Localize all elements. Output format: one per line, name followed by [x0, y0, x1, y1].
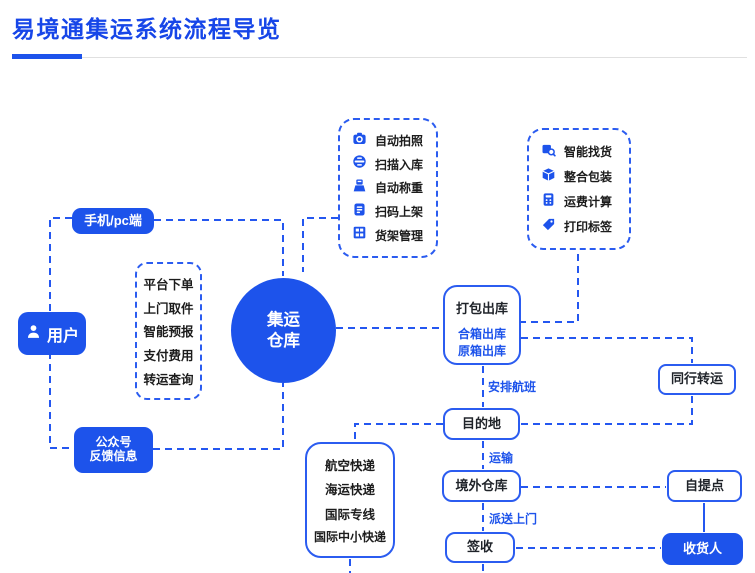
node-feedback-line2: 反馈信息	[89, 449, 138, 463]
inbound-item: 货架管理	[340, 225, 436, 245]
page-title: 易境通集运系统流程导览	[12, 16, 282, 42]
node-sign-receipt-label: 签收	[466, 539, 493, 555]
inbound-item: 扫描入库	[340, 154, 436, 174]
channel-item: 航空快递	[324, 458, 375, 473]
inbound-item-label: 自动称重	[375, 181, 424, 196]
node-receiver-label: 收货人	[682, 540, 722, 556]
outbound-item-label: 运费计算	[564, 195, 613, 209]
scan-icon	[352, 154, 367, 174]
outbound-item-label: 打印标签	[564, 220, 613, 234]
inbound-item: 自动称重	[340, 178, 436, 198]
inbound-operations-box: 自动拍照 扫描入库 自动称重 扫码上架 货架管理	[338, 118, 438, 258]
node-client-channel-label: 手机/pc端	[84, 212, 142, 228]
shipping-channels-box: 航空快递 海运快递 国际专线 国际中小快递	[305, 442, 395, 558]
node-feedback-line1: 公众号	[95, 435, 132, 450]
barcode-list-icon	[352, 202, 367, 222]
node-feedback: 公众号 反馈信息	[74, 427, 153, 473]
smart-search-icon	[541, 142, 556, 162]
title-divider	[12, 57, 747, 58]
shelf-icon	[352, 225, 367, 245]
camera-icon	[352, 131, 367, 151]
channel-item: 国际专线	[324, 507, 375, 522]
node-peer-transfer-label: 同行转运	[670, 371, 723, 387]
node-pickup-point-label: 自提点	[684, 477, 724, 493]
pack-sub2: 原箱出库	[457, 344, 506, 358]
hub-label: 集运 仓库	[267, 310, 300, 352]
node-pack-outbound: 打包出库 合箱出库 原箱出库	[443, 285, 521, 365]
outbound-item: 打印标签	[529, 217, 629, 237]
outbound-item-label: 智能找货	[564, 145, 613, 159]
node-destination: 目的地	[443, 408, 520, 440]
inbound-item-label: 扫描入库	[375, 157, 424, 172]
node-pack-outbound-title: 打包出库	[455, 301, 508, 316]
node-receiver: 收货人	[662, 533, 743, 565]
label-arrange-flight: 安排航班	[488, 380, 537, 394]
hub-label-line1: 集运	[267, 310, 300, 329]
node-consolidation-warehouse: 集运 仓库	[231, 278, 336, 383]
inbound-item: 扫码上架	[340, 202, 436, 222]
node-overseas-warehouse: 境外仓库	[442, 470, 521, 502]
inbound-item-label: 货架管理	[375, 228, 424, 243]
outbound-prep-box: 智能找货 整合包装 运费计算 打印标签	[527, 128, 631, 250]
outbound-item: 智能找货	[529, 142, 629, 162]
user-icon	[25, 323, 42, 345]
node-pack-outbound-sub: 合箱出库 原箱出库	[445, 326, 519, 360]
node-user-label: 用户	[46, 327, 79, 345]
node-peer-transfer: 同行转运	[658, 364, 736, 395]
inbound-item-label: 自动拍照	[375, 134, 424, 149]
user-services-box: 平台下单 上门取件 智能预报 支付费用 转运查询	[135, 262, 202, 400]
service-item: 支付费用	[143, 349, 194, 364]
scale-icon	[352, 178, 367, 198]
outbound-item-label: 整合包装	[564, 170, 613, 184]
node-sign-receipt: 签收	[445, 532, 515, 563]
service-item: 上门取件	[143, 301, 194, 316]
hub-label-line2: 仓库	[267, 331, 300, 350]
calculator-icon	[541, 192, 556, 212]
label-icon	[541, 217, 556, 237]
label-door-delivery: 派送上门	[489, 512, 538, 526]
node-client-channel: 手机/pc端	[72, 208, 154, 234]
label-transport: 运输	[489, 451, 514, 465]
service-item: 转运查询	[143, 372, 194, 387]
inbound-item-label: 扫码上架	[375, 205, 424, 220]
channel-item: 国际中小快递	[313, 530, 386, 545]
node-overseas-warehouse-label: 境外仓库	[455, 477, 508, 493]
outbound-item: 整合包装	[529, 167, 629, 187]
service-item: 智能预报	[143, 325, 194, 340]
title-divider-accent	[12, 54, 82, 59]
channel-item: 海运快递	[324, 483, 375, 498]
service-item: 平台下单	[143, 278, 194, 293]
inbound-item: 自动拍照	[340, 131, 436, 151]
node-pickup-point: 自提点	[667, 470, 742, 502]
pack-sub1: 合箱出库	[457, 327, 506, 341]
node-user: 用户	[18, 312, 86, 355]
package-icon	[541, 167, 556, 187]
node-destination-label: 目的地	[461, 415, 501, 431]
outbound-item: 运费计算	[529, 192, 629, 212]
